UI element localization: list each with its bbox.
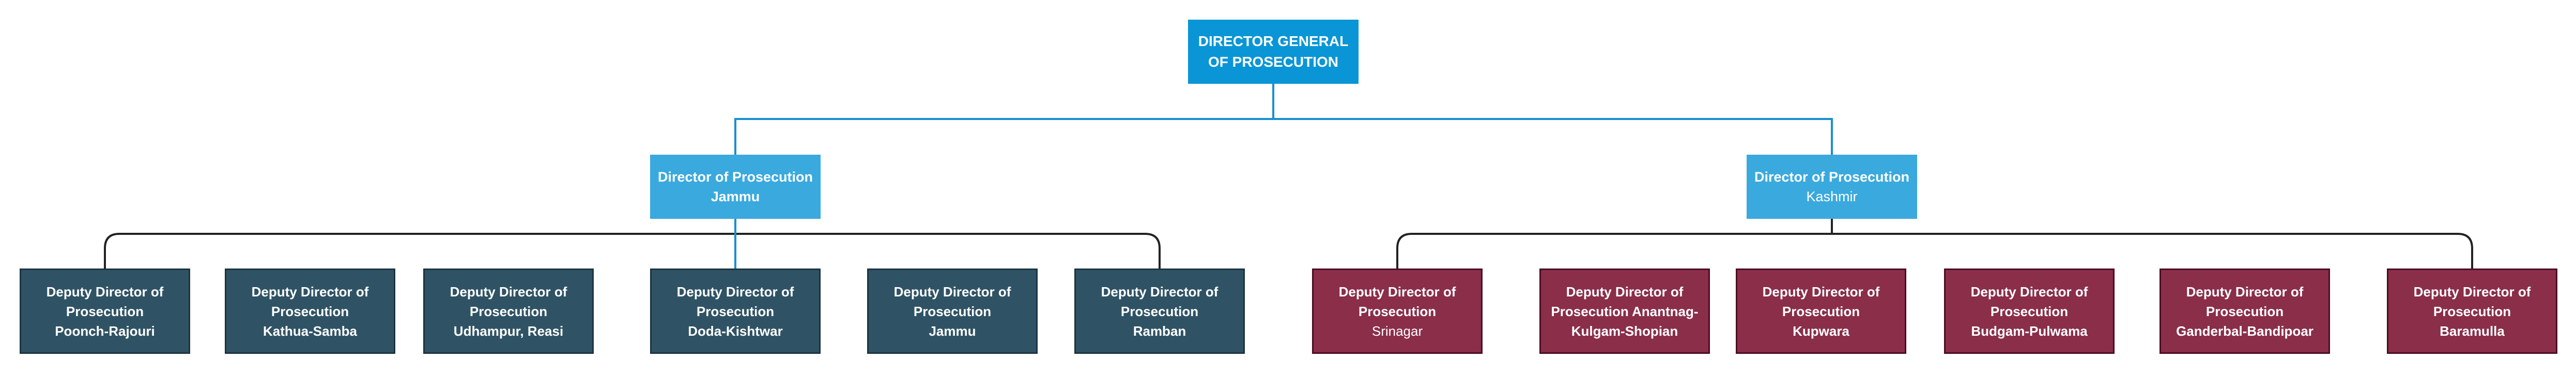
node-title-line1: Deputy Director of (251, 284, 369, 300)
node-title-line2: Prosecution (913, 303, 992, 319)
connector-kashmir-deputies (1396, 233, 2473, 268)
deputy-kathua-samba-node[interactable]: Deputy Director of Prosecution Kathua-Sa… (225, 268, 395, 354)
node-title-line1: Deputy Director of (1762, 284, 1880, 300)
deputy-budgam-pulwama-node[interactable]: Deputy Director of Prosecution Budgam-Pu… (1944, 268, 2115, 354)
node-title-line3: Ganderbal-Bandipoar (2176, 323, 2313, 339)
node-title-line2: Prosecution (1782, 303, 1860, 319)
deputy-ganderbal-bandipoar-node[interactable]: Deputy Director of Prosecution Ganderbal… (2159, 268, 2330, 354)
node-title-line1: Deputy Director of (2186, 284, 2304, 300)
node-title-line1: Director of Prosecution (657, 169, 813, 185)
deputy-srinagar-node[interactable]: Deputy Director of Prosecution Srinagar (1312, 268, 1483, 354)
node-title-line2: Kashmir (1806, 189, 1858, 204)
node-title-line1: Deputy Director of (676, 284, 794, 300)
node-title-line1: Deputy Director of (450, 284, 567, 300)
node-title-line3: Udhampur, Reasi (453, 323, 564, 339)
deputy-udhampur-reasi-node[interactable]: Deputy Director of Prosecution Udhampur,… (423, 268, 594, 354)
deputy-ramban-node[interactable]: Deputy Director of Prosecution Ramban (1074, 268, 1245, 354)
node-title-line1: Deputy Director of (1101, 284, 1218, 300)
node-title-line3: Poonch-Rajouri (55, 323, 155, 339)
connector-jammu-deputies (104, 233, 1161, 268)
director-kashmir-node[interactable]: Director of Prosecution Kashmir (1747, 155, 1917, 219)
node-title-line2: Prosecution (271, 303, 349, 319)
node-title-line3: Ramban (1133, 323, 1186, 339)
node-title-line3: Jammu (929, 323, 976, 339)
node-title-line2: Prosecution (2205, 303, 2284, 319)
node-title-line1: Deputy Director of (2413, 284, 2531, 300)
node-title-line1: Deputy Director of (1338, 284, 1456, 300)
node-title-line2: Prosecution (2433, 303, 2511, 319)
node-title-line3: Budgam-Pulwama (1971, 323, 2088, 339)
node-title-line1: Deputy Director of (1970, 284, 2088, 300)
node-title-line2: Prosecution (1120, 303, 1199, 319)
node-title-line3: Baramulla (2440, 323, 2505, 339)
node-title-line2: Prosecution Anantnag- (1551, 303, 1699, 319)
node-title-line3: Kulgam-Shopian (1571, 323, 1678, 339)
director-jammu-node[interactable]: Director of Prosecution Jammu (650, 155, 821, 219)
node-title-line3: Kupwara (1793, 323, 1849, 339)
node-title-line2: OF PROSECUTION (1208, 54, 1338, 70)
deputy-baramulla-node[interactable]: Deputy Director of Prosecution Baramulla (2387, 268, 2557, 354)
node-title-line1: Deputy Director of (1566, 284, 1684, 300)
node-title-line2: Prosecution (469, 303, 548, 319)
deputy-doda-kishtwar-node[interactable]: Deputy Director of Prosecution Doda-Kish… (650, 268, 821, 354)
node-title-line3: Kathua-Samba (263, 323, 358, 339)
node-title-line1: Deputy Director of (46, 284, 164, 300)
node-title-line3: Srinagar (1371, 323, 1423, 339)
node-title-line1: Director of Prosecution (1754, 169, 1910, 185)
deputy-poonch-rajouri-node[interactable]: Deputy Director of Prosecution Poonch-Ra… (20, 268, 190, 354)
deputy-kupwara-node[interactable]: Deputy Director of Prosecution Kupwara (1736, 268, 1906, 354)
node-title-line2: Prosecution (1358, 303, 1437, 319)
node-title-line2: Prosecution (696, 303, 775, 319)
director-general-node[interactable]: DIRECTOR GENERAL OF PROSECUTION (1188, 20, 1359, 84)
connector-root-directors (734, 84, 1833, 155)
node-title-line2: Prosecution (66, 303, 144, 319)
node-title-line2: Prosecution (1990, 303, 2069, 319)
node-title-line3: Doda-Kishtwar (688, 323, 783, 339)
node-title-line1: Deputy Director of (893, 284, 1011, 300)
deputy-jammu-node[interactable]: Deputy Director of Prosecution Jammu (867, 268, 1038, 354)
node-title-line2: Jammu (711, 189, 760, 204)
node-title-line1: DIRECTOR GENERAL (1198, 33, 1349, 49)
deputy-anantnag-kulgam-shopian-node[interactable]: Deputy Director of Prosecution Anantnag-… (1539, 268, 1710, 354)
